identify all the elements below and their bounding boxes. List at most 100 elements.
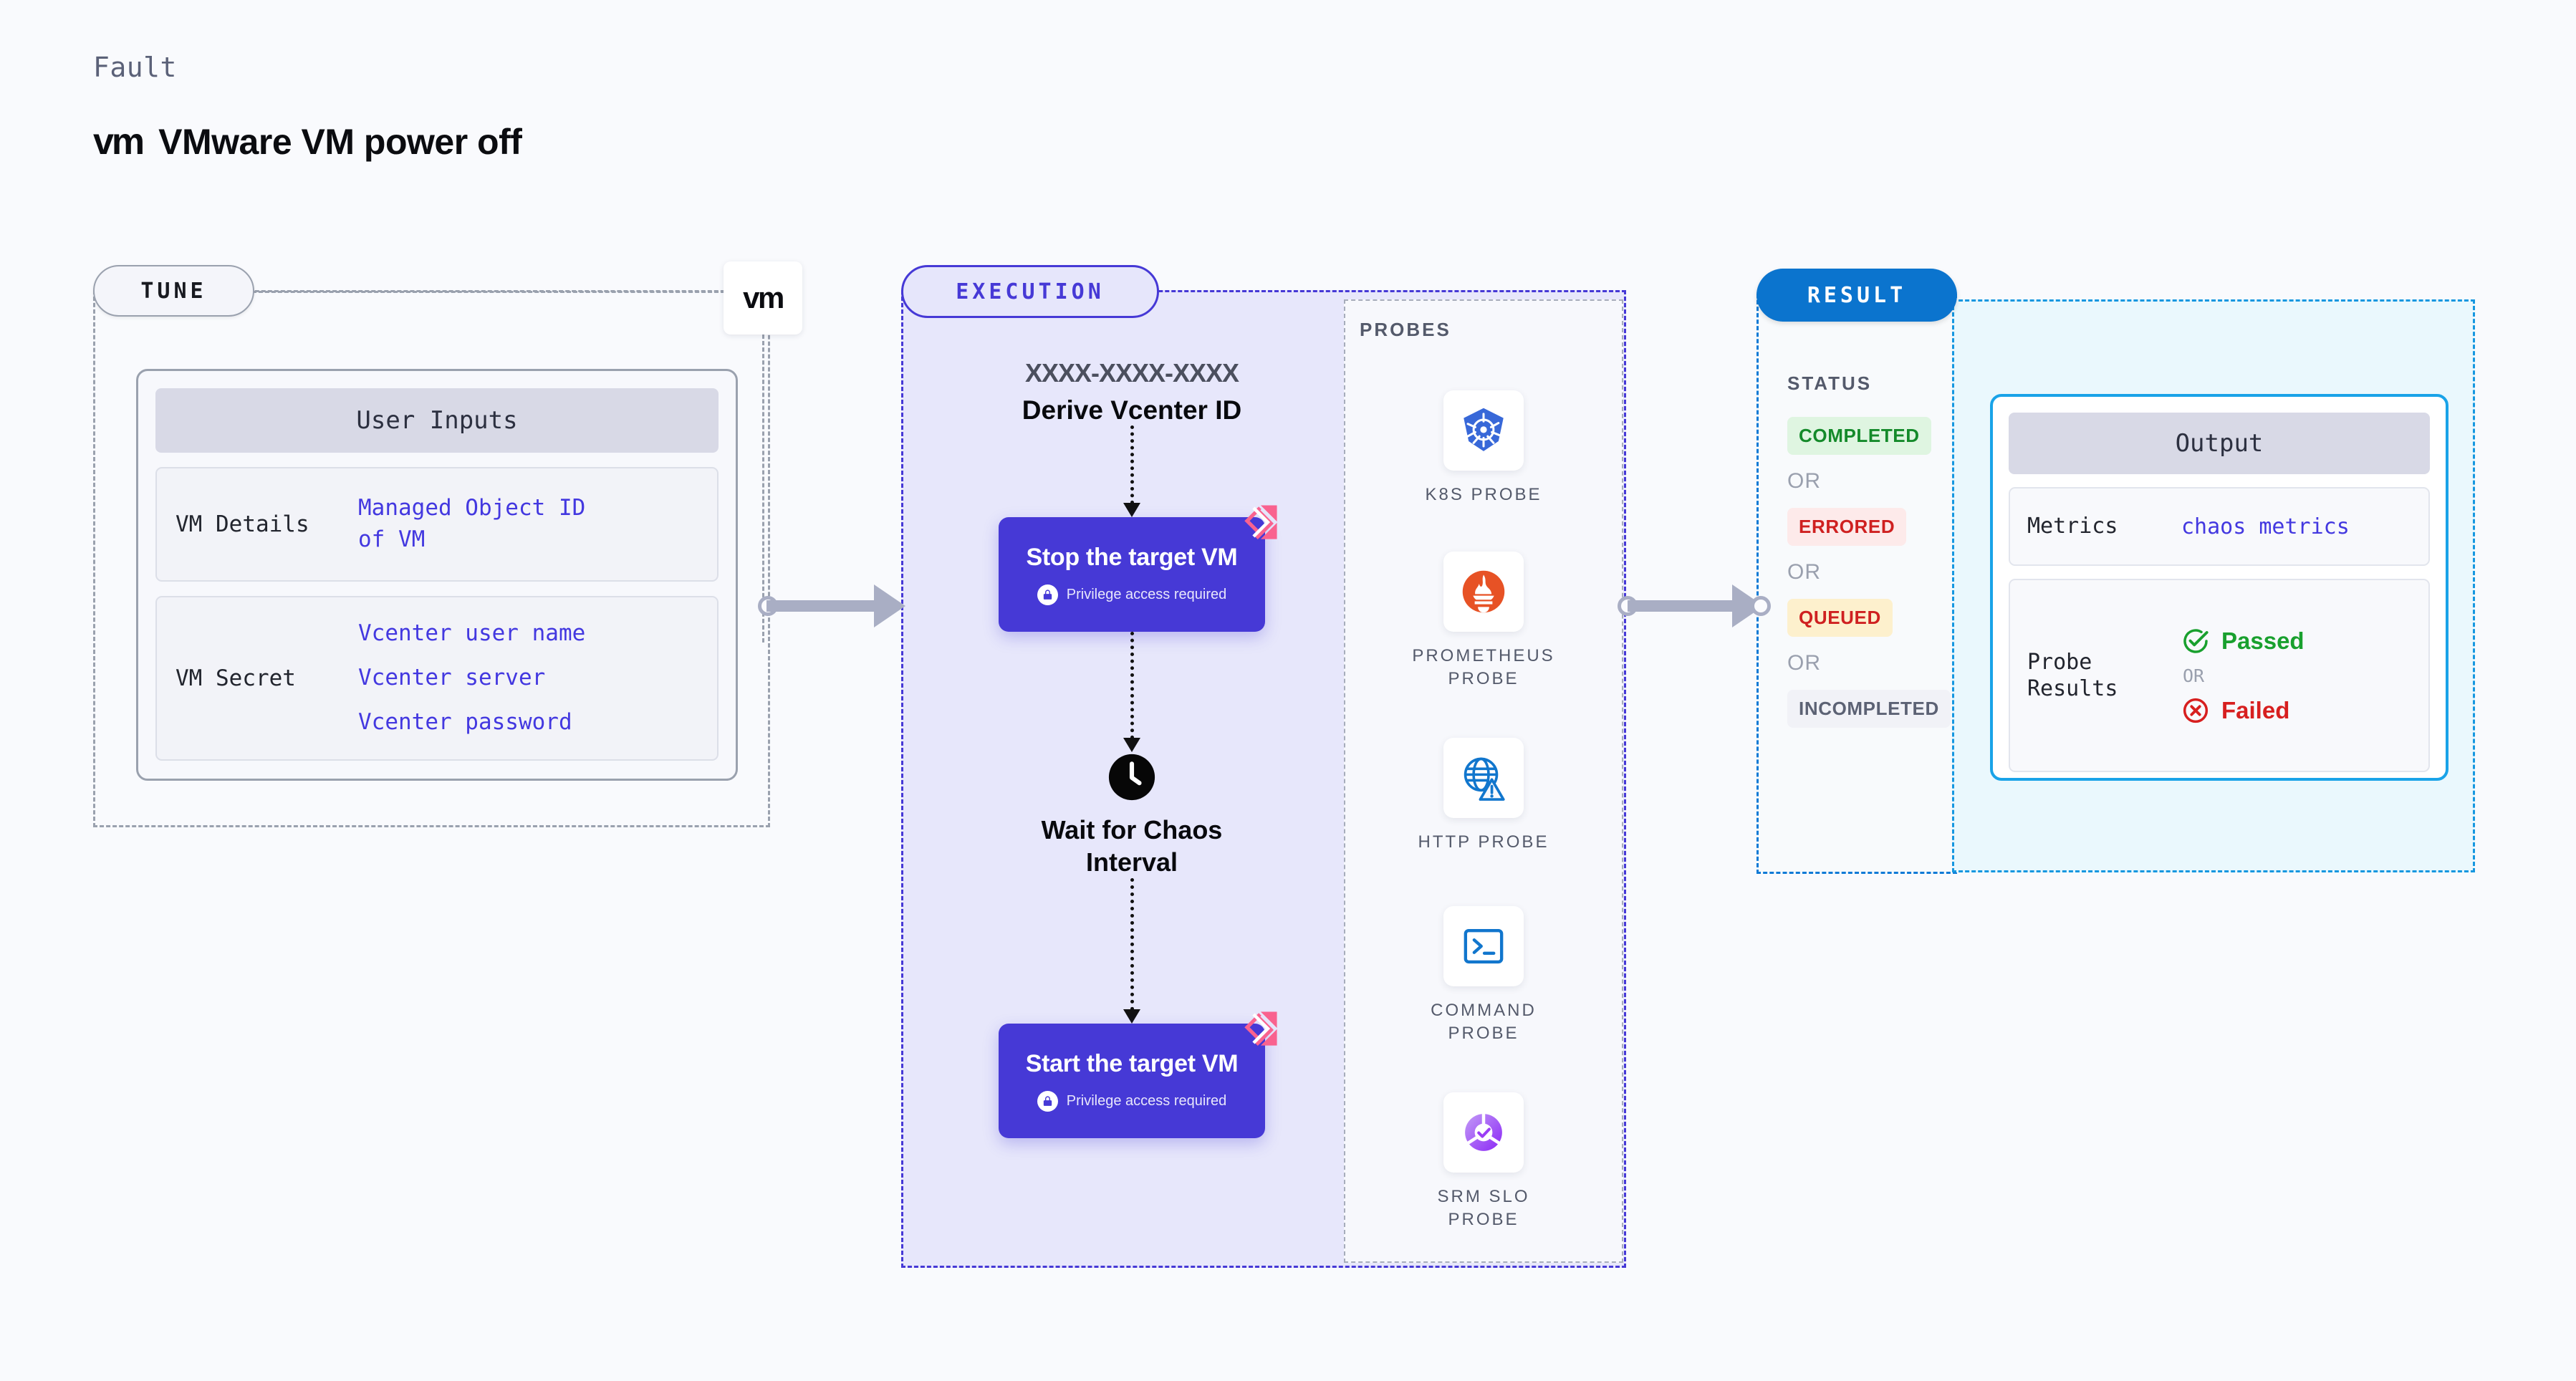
tune-row-values: Vcenter user name Vcenter server Vcenter… bbox=[358, 620, 585, 736]
probe-results-key-line1: Probe bbox=[2027, 649, 2092, 675]
probe-label: HTTP PROBE bbox=[1344, 831, 1623, 854]
tune-value: Managed Object ID bbox=[358, 495, 586, 521]
probes-title: PROBES bbox=[1360, 319, 1451, 340]
user-inputs-title: User Inputs bbox=[155, 388, 719, 453]
tune-connector-line bbox=[252, 291, 725, 293]
wait-label-line1: Wait for Chaos bbox=[1041, 815, 1223, 845]
probe-results-key-line2: Results bbox=[2027, 676, 2118, 701]
probe-label-line2: PROBE bbox=[1448, 669, 1519, 689]
step-start-target-vm[interactable]: Start the target VM Privilege access req… bbox=[999, 1011, 1277, 1138]
arrow-execution-to-result bbox=[1618, 584, 1771, 627]
probe-label: COMMAND PROBE bbox=[1344, 999, 1623, 1046]
status-or: OR bbox=[1787, 469, 1821, 493]
probe-tile bbox=[1443, 906, 1524, 986]
step-stop-target-vm[interactable]: Stop the target VM Privilege access requ… bbox=[999, 505, 1277, 632]
page-title: vm VMware VM power off bbox=[93, 120, 522, 163]
arrow-head-icon bbox=[1123, 503, 1140, 517]
status-badge-completed: COMPLETED bbox=[1787, 417, 1931, 455]
probe-label-line2: PROBE bbox=[1448, 1024, 1519, 1044]
lock-icon bbox=[1037, 1091, 1058, 1112]
status-badge-queued: QUEUED bbox=[1787, 599, 1893, 637]
derive-vcenter-id-label: Derive Vcenter ID bbox=[1022, 395, 1242, 425]
privilege-note: Privilege access required bbox=[1037, 1091, 1226, 1112]
probe-http[interactable]: HTTP PROBE bbox=[1344, 738, 1623, 854]
connector-line bbox=[1130, 632, 1134, 739]
status-badge-errored: ERRORED bbox=[1787, 508, 1907, 546]
tune-row-vm-details: VM Details Managed Object ID of VM bbox=[155, 467, 719, 582]
tune-row-vm-secret: VM Secret Vcenter user name Vcenter serv… bbox=[155, 596, 719, 761]
privilege-text: Privilege access required bbox=[1066, 587, 1227, 602]
tune-tag[interactable]: TUNE bbox=[93, 265, 254, 317]
harness-logo-icon bbox=[1244, 1011, 1277, 1046]
step-title: Stop the target VM bbox=[1026, 544, 1238, 571]
page-title-text: VMware VM power off bbox=[158, 122, 522, 162]
wait-label-line2: Interval bbox=[1085, 847, 1178, 877]
failed-label: Failed bbox=[2221, 696, 2290, 723]
probe-k8s[interactable]: K8S PROBE bbox=[1344, 390, 1623, 506]
status-list: COMPLETED OR ERRORED OR QUEUED OR INCOMP… bbox=[1787, 417, 1952, 728]
step-title: Start the target VM bbox=[1025, 1050, 1239, 1077]
command-terminal-icon bbox=[1464, 928, 1504, 964]
tune-row-key: VM Secret bbox=[176, 665, 296, 691]
probe-label-line1: PROMETHEUS bbox=[1412, 646, 1555, 665]
srm-slo-icon bbox=[1465, 1112, 1502, 1151]
probe-prometheus[interactable]: PROMETHEUS PROBE bbox=[1344, 552, 1623, 691]
connector-line bbox=[1130, 425, 1134, 504]
passed-label: Passed bbox=[2221, 627, 2305, 654]
probe-label: SRM SLO PROBE bbox=[1344, 1185, 1623, 1232]
prometheus-icon bbox=[1462, 570, 1505, 613]
vmware-logo-icon: vm bbox=[93, 121, 145, 163]
vm-badge-stem bbox=[762, 335, 764, 643]
probe-results-values: Passed OR Failed bbox=[2181, 627, 2305, 725]
flow-connector-2 bbox=[1120, 632, 1144, 752]
lock-icon bbox=[1037, 584, 1058, 605]
probe-label-line1: HTTP PROBE bbox=[1418, 832, 1549, 852]
privilege-text: Privilege access required bbox=[1066, 1093, 1227, 1109]
execution-tag[interactable]: EXECUTION bbox=[901, 265, 1159, 318]
arrow-shaft bbox=[1628, 600, 1742, 612]
flow-connector-3 bbox=[1120, 878, 1144, 1024]
status-or: OR bbox=[1787, 651, 1821, 675]
probe-tile bbox=[1443, 738, 1524, 818]
vmware-badge: vm bbox=[724, 261, 802, 335]
output-row-probe-results: Probe Results Passed OR Fai bbox=[2009, 579, 2430, 772]
probe-tile bbox=[1443, 1092, 1524, 1173]
harness-logo-icon bbox=[1244, 505, 1277, 539]
probe-label-line2: PROBE bbox=[1448, 1210, 1519, 1230]
arrow-tune-to-execution bbox=[758, 584, 907, 627]
status-or: OR bbox=[1787, 560, 1821, 584]
user-inputs-card: User Inputs VM Details Managed Object ID… bbox=[136, 369, 738, 781]
probe-result-failed: Failed bbox=[2181, 696, 2305, 725]
output-title: Output bbox=[2009, 413, 2430, 474]
probe-srm-slo[interactable]: SRM SLO PROBE bbox=[1344, 1092, 1623, 1232]
output-metrics-key: Metrics bbox=[2027, 514, 2118, 539]
probe-result-or: OR bbox=[2183, 665, 2205, 686]
result-region bbox=[1756, 294, 1957, 874]
tune-value: of VM bbox=[358, 526, 426, 552]
privilege-note: Privilege access required bbox=[1037, 584, 1226, 605]
vmware-badge-icon: vm bbox=[743, 281, 784, 314]
probe-command[interactable]: COMMAND PROBE bbox=[1344, 906, 1623, 1046]
arrow-head-icon bbox=[874, 584, 905, 627]
output-card: Output Metrics chaos metrics Probe Resul… bbox=[1990, 394, 2448, 781]
arrow-end-dot bbox=[1751, 596, 1771, 616]
probe-label: K8S PROBE bbox=[1344, 483, 1623, 506]
derive-vcenter-id-value: XXXX-XXXX-XXXX bbox=[1024, 358, 1239, 388]
kubernetes-icon bbox=[1464, 408, 1504, 451]
probe-label-line1: COMMAND bbox=[1431, 1001, 1537, 1020]
probe-tile bbox=[1443, 390, 1524, 471]
arrow-head-icon bbox=[1123, 738, 1140, 752]
arrow-shaft bbox=[766, 600, 875, 612]
result-tag[interactable]: RESULT bbox=[1756, 269, 1957, 322]
flow-connector-1 bbox=[1120, 425, 1144, 517]
clock-icon bbox=[1107, 752, 1157, 802]
x-circle-icon bbox=[2183, 698, 2209, 723]
connector-line bbox=[1130, 878, 1134, 1011]
tune-value: Vcenter user name bbox=[358, 620, 586, 647]
tune-row-values: Managed Object ID of VM bbox=[358, 495, 585, 554]
tune-value: Vcenter password bbox=[358, 708, 572, 735]
tune-value: Vcenter server bbox=[358, 665, 546, 691]
output-metrics-value[interactable]: chaos metrics bbox=[2181, 514, 2350, 539]
tune-row-key: VM Details bbox=[176, 511, 309, 537]
check-circle-icon bbox=[2183, 628, 2209, 653]
